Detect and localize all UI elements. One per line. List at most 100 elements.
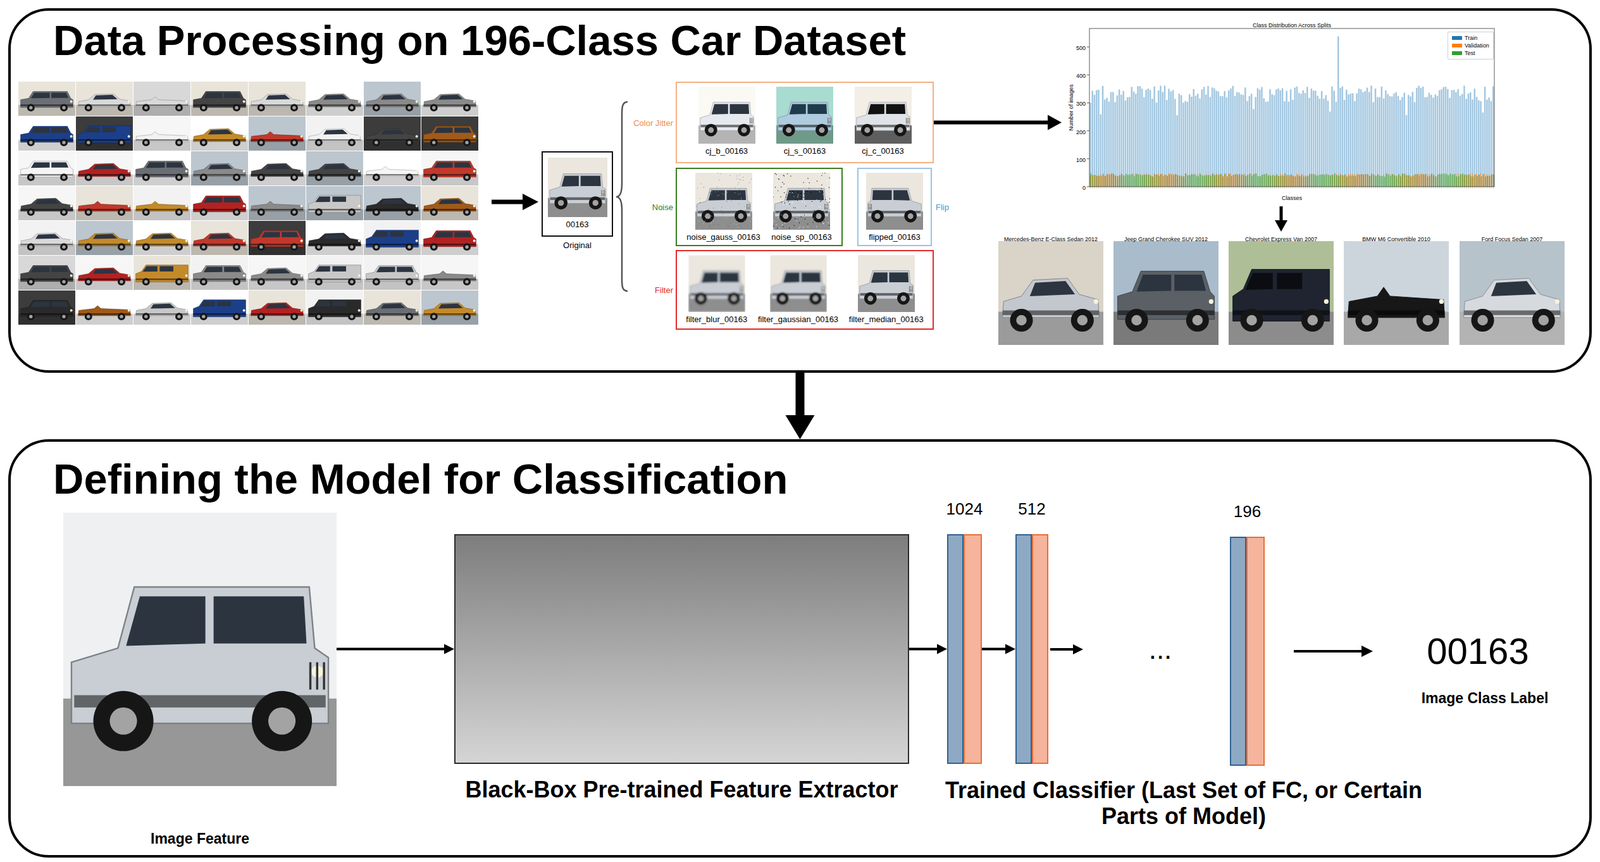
test-bar [1236,174,1238,187]
test-bar [1146,174,1148,187]
noise-dot [799,222,800,223]
noise-dot [704,215,705,217]
noise-dot [819,191,820,192]
x-tick [1342,186,1344,189]
x-tick [1226,186,1228,189]
vehicle-hub [259,279,263,283]
validation-bar [1391,173,1392,187]
validation-bar [1199,173,1201,187]
dataset-thumbnail [421,151,479,186]
picture-layer [421,255,479,290]
picture-layer [18,220,76,255]
x-tick [1323,186,1325,189]
vehicle-wheel [405,208,414,216]
noise-dot [816,225,817,227]
vehicle-hub [864,127,870,133]
vehicle-grille [911,285,913,292]
train-bar [1289,89,1292,187]
vehicle-hub [62,105,66,109]
x-tick [1143,186,1145,189]
dataset-thumbnail [363,116,421,151]
noise-dot [780,186,782,188]
x-tick [1122,186,1124,189]
validation-bar [1358,173,1359,187]
x-tick [1109,186,1110,189]
x-tick [1106,186,1108,189]
vehicle [855,101,910,137]
x-tick [1372,186,1374,189]
picture-layer [133,186,191,221]
train-bar [1229,88,1232,187]
node-label: filter_gaussian_00163 [757,315,839,325]
validation-bar [1196,173,1198,187]
picture-background [191,290,249,325]
noise-dot [812,222,813,223]
dataset-thumbnail [306,255,364,290]
x-tick [1385,186,1387,189]
flow-arrow [981,644,1016,655]
x-tick [1401,186,1403,189]
noise-dot [718,207,719,209]
noise-dot [775,172,776,174]
validation-bar [1393,173,1395,187]
vehicle-hub [874,213,881,219]
noise-dot [695,208,697,209]
picture-background [306,290,364,325]
vehicle-wheel [904,210,917,223]
validation-bar [1304,175,1306,187]
noise-dot [728,213,730,215]
validation-bar [1329,175,1330,187]
vehicle-wheel [694,292,708,305]
test-bar [1133,175,1135,187]
picture-background [248,220,306,255]
noise-dot [816,186,818,187]
vehicle [778,101,832,137]
train-bar [1095,90,1098,187]
vehicle-grille [747,203,749,210]
vehicle-wheel [347,208,356,216]
vehicle [20,265,74,286]
vehicle-headlight [185,169,188,173]
vehicle-headlight [70,239,73,242]
dataset-thumbnail [306,81,364,116]
x-tick [1344,186,1346,189]
noise-dot [819,174,820,176]
noise-dot [800,185,802,187]
vehicle-hub [730,295,737,302]
test-bar [1208,175,1210,187]
noise-dot [808,187,810,189]
noise-dot [776,227,778,229]
noise-dot [738,224,739,226]
vehicle-hub [201,314,205,318]
test-bar [1231,175,1232,187]
noise-dot [775,224,777,226]
vehicle-window [804,190,825,200]
augmented-thumbnail: flipped_00163 [866,172,924,242]
vehicle-wheel [142,242,150,251]
vehicle-hub [432,175,436,179]
test-bar [1220,173,1222,187]
noise-dot [778,211,779,213]
test-bar [1431,173,1432,187]
validation-bar [1236,173,1237,187]
vehicle-hub [177,175,181,179]
dataset-thumbnail [421,116,479,151]
validation-bar [1176,174,1178,187]
vehicle-wheel [463,242,471,251]
test-bar [1253,173,1255,187]
picture-noise [695,172,753,230]
noise-dot [740,204,742,205]
vehicle [136,96,189,112]
noise-dot [738,173,740,175]
vehicle-wheel [347,173,356,181]
train-bar [1314,90,1316,187]
validation-bar [1348,173,1349,187]
dataset-thumbnail [363,290,421,325]
vehicle-headlight [242,99,246,103]
validation-bar [1360,174,1361,187]
test-bar [1241,173,1242,187]
test-bar [1278,175,1280,187]
validation-bar [1170,173,1172,187]
picture-background [75,290,133,325]
test-bar [1301,174,1303,187]
